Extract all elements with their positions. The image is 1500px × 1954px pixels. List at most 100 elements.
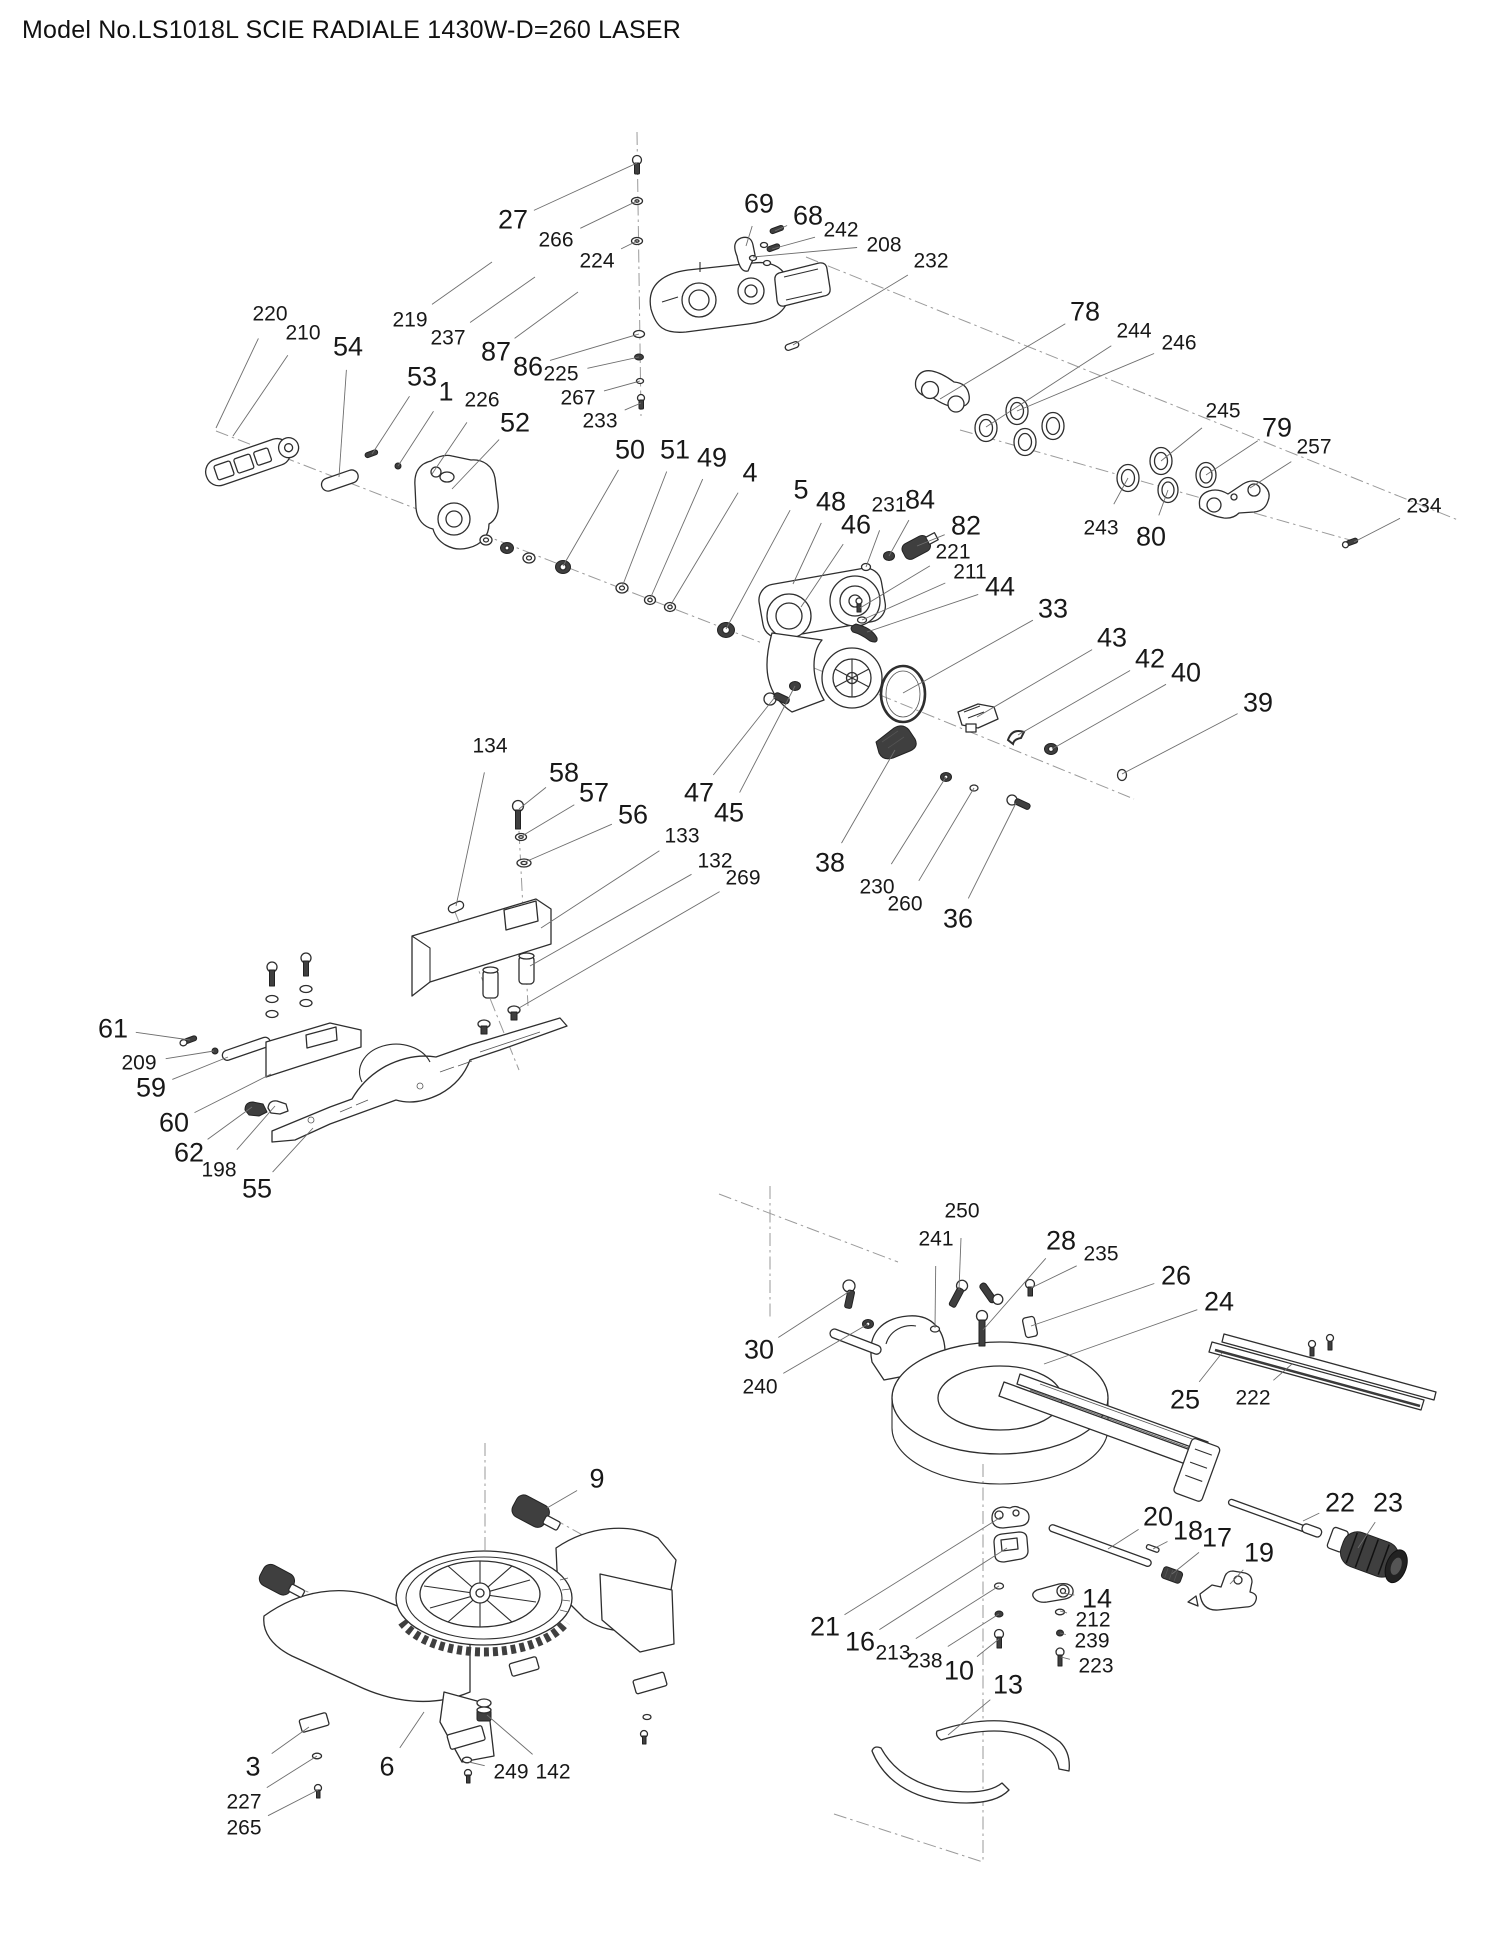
part-label-43: 43 (1096, 622, 1128, 653)
leader-line-53 (371, 396, 410, 455)
part-label-36: 36 (942, 903, 974, 934)
page-title: Model No.LS1018L SCIE RADIALE 1430W-D=26… (22, 16, 682, 44)
link-arm-chain (914, 370, 1359, 549)
part-label-237: 237 (430, 326, 466, 350)
leader-line-59 (172, 1056, 229, 1080)
leader-line-45 (739, 685, 796, 793)
part-label-208: 208 (866, 233, 902, 257)
clamp-parts (991, 1498, 1408, 1667)
part-label-21: 21 (809, 1611, 841, 1642)
part-label-10: 10 (943, 1655, 975, 1686)
leader-line-9 (546, 1490, 578, 1509)
leader-line-62 (207, 1106, 253, 1140)
leader-line-238 (947, 1613, 1000, 1647)
part-label-224: 224 (579, 249, 615, 273)
leader-line-14 (1061, 1592, 1075, 1596)
part-label-44: 44 (984, 571, 1016, 602)
part-label-246: 246 (1161, 331, 1197, 355)
part-label-6: 6 (379, 1751, 395, 1782)
leader-line-68 (774, 225, 788, 232)
leader-line-269 (518, 891, 720, 1009)
part-label-61: 61 (97, 1013, 129, 1044)
leader-line-198 (236, 1105, 276, 1150)
leader-line-3 (271, 1726, 310, 1754)
part-label-4: 4 (742, 457, 758, 488)
leader-line-61 (135, 1031, 191, 1041)
part-label-48: 48 (815, 486, 847, 517)
part-label-233: 233 (582, 409, 618, 433)
leader-line-132 (529, 873, 692, 967)
leader-line-224 (620, 240, 638, 250)
leader-line-232 (792, 274, 909, 346)
leader-line-48 (792, 522, 822, 585)
leader-line-57 (521, 804, 575, 837)
part-label-222: 222 (1235, 1386, 1271, 1410)
leader-line-134 (455, 772, 485, 907)
leader-line-21 (844, 1516, 1002, 1616)
leader-line-50 (562, 469, 619, 567)
leader-line-20 (1107, 1529, 1139, 1550)
leader-line-213 (915, 1585, 1000, 1639)
part-label-17: 17 (1201, 1522, 1233, 1553)
leader-line-52 (451, 439, 500, 490)
leader-line-58 (518, 787, 547, 810)
leader-line-26 (1030, 1283, 1155, 1327)
leader-line-16 (879, 1547, 1008, 1630)
bevel-gear-housing (414, 454, 735, 638)
leader-line-56 (524, 823, 613, 863)
part-label-86: 86 (512, 351, 544, 382)
leader-line-28 (982, 1258, 1047, 1331)
leader-line-38 (841, 749, 896, 844)
leader-line-49 (649, 478, 704, 600)
part-label-142: 142 (535, 1760, 571, 1784)
part-label-3: 3 (245, 1751, 261, 1782)
part-label-79: 79 (1261, 412, 1293, 443)
part-label-212: 212 (1075, 1608, 1111, 1632)
leader-line-5 (725, 509, 791, 630)
part-label-80: 80 (1135, 521, 1167, 552)
part-label-51: 51 (659, 434, 691, 465)
part-label-242: 242 (823, 218, 859, 242)
part-label-232: 232 (913, 249, 949, 273)
part-label-230: 230 (859, 875, 895, 899)
part-label-213: 213 (875, 1641, 911, 1665)
leader-line-36 (967, 802, 1017, 899)
leader-line-22 (1302, 1512, 1320, 1522)
part-label-40: 40 (1170, 657, 1202, 688)
part-label-30: 30 (743, 1334, 775, 1365)
part-label-49: 49 (696, 442, 728, 473)
part-label-198: 198 (201, 1158, 237, 1182)
leader-line-246 (1016, 353, 1155, 412)
part-label-209: 209 (121, 1051, 157, 1075)
part-label-38: 38 (814, 847, 846, 878)
leader-line-13 (947, 1699, 991, 1736)
leader-line-78 (939, 323, 1066, 400)
leader-line-82 (916, 534, 945, 547)
leader-line-47 (712, 696, 776, 776)
leader-line-227 (266, 1755, 318, 1788)
stopper-small-parts (875, 703, 1128, 810)
leader-line-266 (580, 200, 638, 229)
leader-line-1 (397, 411, 434, 467)
part-label-78: 78 (1069, 296, 1101, 327)
leader-line-220 (215, 338, 259, 429)
part-label-53: 53 (406, 361, 438, 392)
leader-line-242 (771, 236, 816, 250)
pivot-arm-housing (649, 261, 790, 333)
fence-assembly (179, 1017, 568, 1143)
leader-line-27 (533, 162, 638, 211)
leader-line-249 (468, 1761, 485, 1767)
part-label-269: 269 (725, 866, 761, 890)
part-label-249: 249 (493, 1760, 529, 1784)
part-label-22: 22 (1324, 1487, 1356, 1518)
part-label-260: 260 (887, 892, 923, 916)
leader-line-86 (549, 333, 640, 361)
turnbase-assembly (829, 1278, 1437, 1502)
laser-bracket-group (734, 224, 831, 352)
part-label-87: 87 (480, 336, 512, 367)
leader-line-17 (1171, 1552, 1200, 1575)
part-label-27: 27 (497, 204, 529, 235)
part-label-59: 59 (135, 1072, 167, 1103)
part-label-47: 47 (683, 777, 715, 808)
leader-line-79 (1205, 440, 1259, 476)
